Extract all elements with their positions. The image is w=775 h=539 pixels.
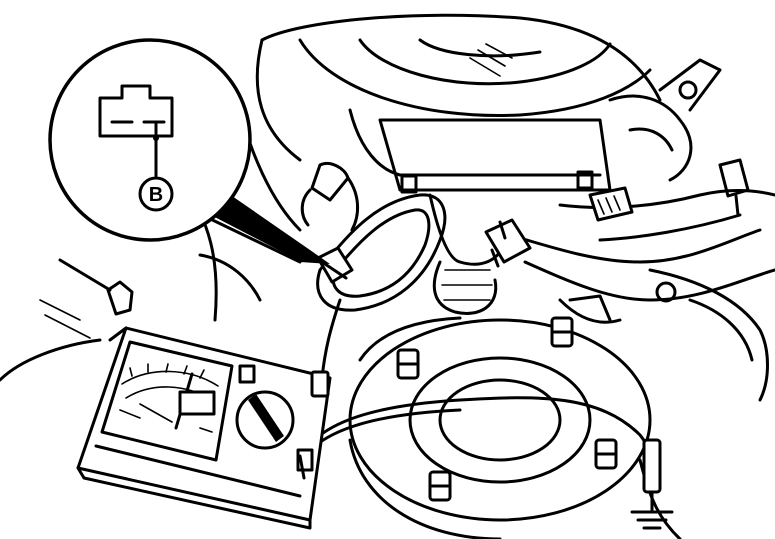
positive-test-lead: [320, 298, 342, 380]
air-cleaner-housing: [255, 13, 662, 177]
hose-clamp: [484, 186, 634, 268]
right-hose: [518, 58, 775, 302]
stud-4: [428, 470, 452, 502]
meter-zero-adjust: [178, 390, 216, 416]
callout-pointer: [198, 196, 330, 264]
test-lead-loop: [316, 193, 447, 312]
left-body-panels: [0, 108, 302, 382]
terminal-b-marker: B: [138, 176, 174, 212]
connector-face-detail: [98, 84, 174, 138]
sensor-connector: [300, 162, 359, 232]
terminal-b-label: B: [149, 184, 163, 206]
meter-face: [100, 340, 234, 462]
right-body-panels: [558, 268, 769, 402]
meter-terminals: [238, 364, 330, 480]
stud-1: [396, 348, 420, 380]
stud-2: [550, 316, 574, 348]
terminal-b-leader: [153, 134, 159, 178]
strut-mount-studs: [396, 316, 618, 502]
detail-callout: B: [48, 38, 252, 242]
range-selector-knob: [235, 390, 295, 450]
stud-3: [594, 438, 618, 470]
ground-clip: [642, 438, 662, 512]
ground-symbol: [630, 510, 674, 530]
